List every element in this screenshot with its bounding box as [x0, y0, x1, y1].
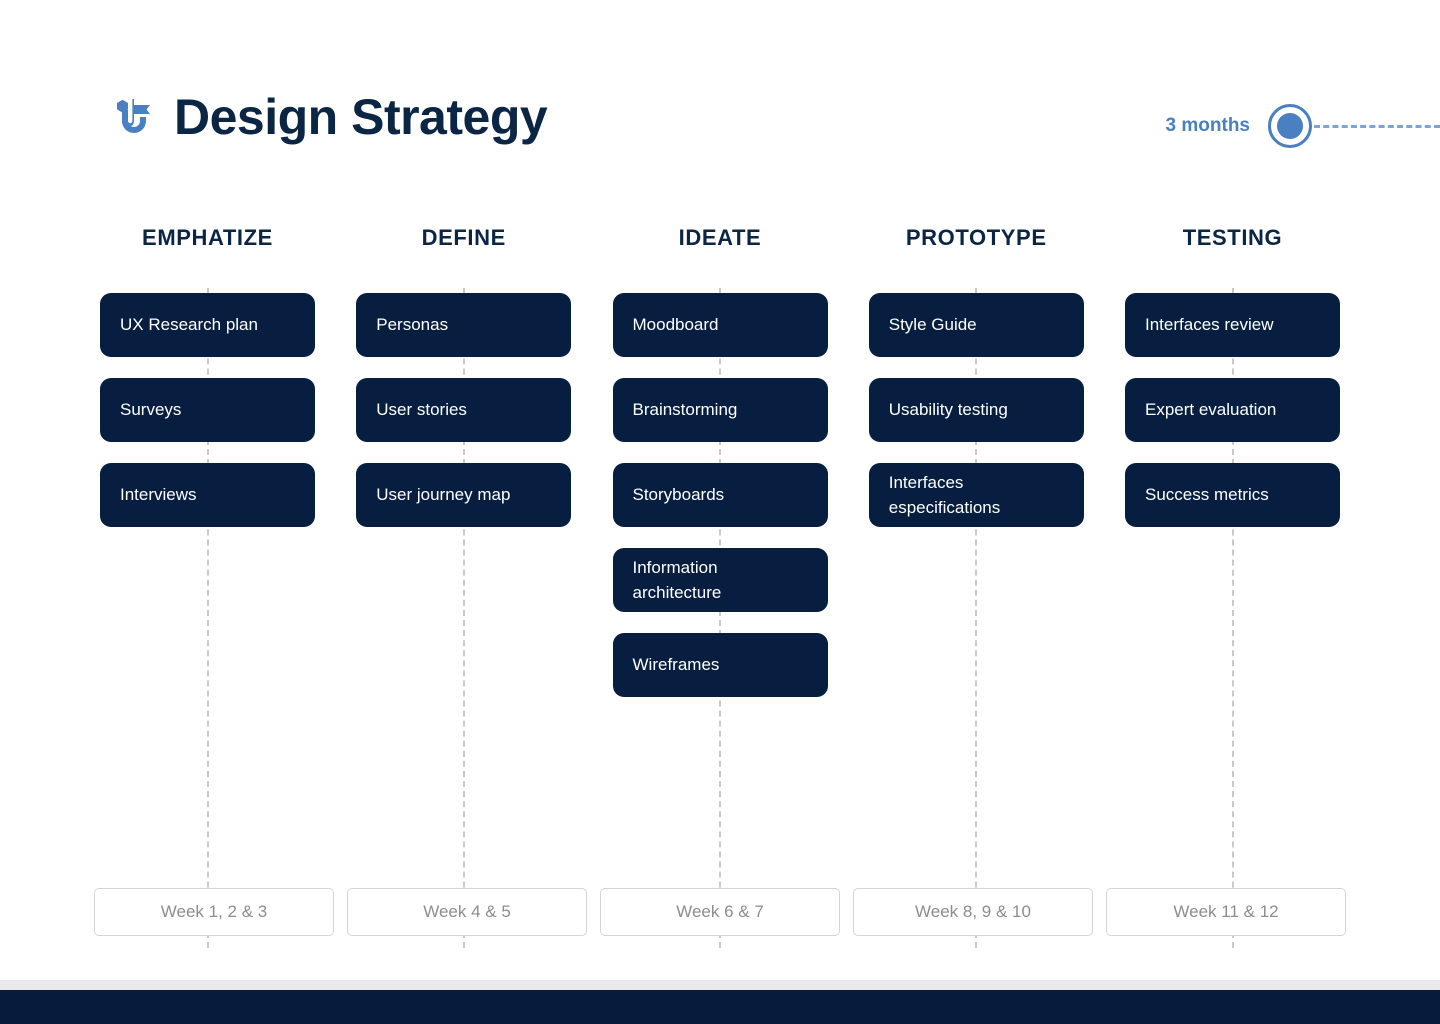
phase-card-list-define: Personas User stories User journey map: [356, 293, 572, 527]
phase-card-label: User stories: [376, 400, 467, 420]
phase-card-label: Interfaces review: [1145, 315, 1274, 335]
phase-header-emphatize: EMPHATIZE: [100, 218, 315, 258]
phase-card[interactable]: User stories: [356, 378, 572, 442]
phase-card[interactable]: Personas: [356, 293, 572, 357]
week-range-label: Week 8, 9 & 10: [915, 902, 1031, 921]
phase-card-label: Moodboard: [632, 315, 719, 335]
column-dashed-spine: [206, 288, 209, 948]
phase-card[interactable]: User journey map: [356, 463, 572, 527]
timeline-duration-label: 3 months: [1165, 115, 1250, 136]
phase-card[interactable]: Storyboards: [612, 463, 828, 527]
page-title: Design Strategy: [174, 89, 548, 145]
column-dashed-spine: [462, 288, 465, 948]
slide-header: Design Strategy 3 months: [0, 0, 1440, 200]
phase-column-define: DEFINE Personas User stories User journe…: [356, 218, 572, 948]
phase-card[interactable]: Usability testing: [868, 378, 1084, 442]
phase-header-prototype: PROTOTYPE: [868, 218, 1084, 258]
phase-card-label: Personas: [376, 315, 449, 335]
week-range-box[interactable]: Week 11 & 12: [1106, 888, 1346, 936]
phase-card-list-prototype: Style Guide Usability testing Interfaces…: [868, 293, 1084, 527]
bottom-divider: [0, 980, 1440, 990]
timeline-duration-indicator: 3 months: [1166, 104, 1440, 148]
phase-card-label: Style Guide: [888, 315, 977, 335]
phase-card-label: Interviews: [120, 485, 197, 505]
phase-card-label: UX Research plan: [120, 315, 258, 335]
column-dashed-spine: [1231, 288, 1234, 948]
bottom-accent-bar: [0, 990, 1440, 1024]
phase-header-ideate: IDEATE: [612, 218, 828, 258]
phase-card-list-testing: Interfaces review Expert evaluation Succ…: [1125, 293, 1340, 527]
phase-card[interactable]: Moodboard: [612, 293, 828, 357]
column-dashed-spine: [975, 288, 978, 948]
phase-card[interactable]: Surveys: [100, 378, 315, 442]
phase-card-list-ideate: Moodboard Brainstorming Storyboards Info…: [612, 293, 828, 697]
phase-card-label: Usability testing: [888, 400, 1008, 420]
column-dashed-spine: [719, 288, 721, 948]
phase-card-label: Success metrics: [1145, 485, 1269, 505]
phase-card-label: Wireframes: [632, 655, 720, 675]
phase-card-list-emphatize: UX Research plan Surveys Interviews: [100, 293, 315, 527]
phase-card-label: Brainstorming: [632, 400, 738, 420]
phase-card[interactable]: Style Guide: [868, 293, 1084, 357]
phase-card-label: Expert evaluation: [1145, 400, 1277, 420]
phase-column-prototype: PROTOTYPE Style Guide Usability testing …: [868, 218, 1084, 948]
phase-card[interactable]: Expert evaluation: [1125, 378, 1340, 442]
hexagon-flag-logo-icon: [117, 99, 150, 133]
week-range-row: Week 1, 2 & 3 Week 4 & 5 Week 6 & 7 Week…: [94, 888, 1346, 936]
phase-header-testing: TESTING: [1125, 218, 1340, 258]
phase-card-label: Interfaces especifications: [888, 472, 1001, 518]
phase-card[interactable]: Interviews: [100, 463, 315, 527]
phase-card[interactable]: Interfaces especifications: [868, 463, 1084, 527]
timeline-circle-marker-icon: [1268, 104, 1312, 148]
week-range-box[interactable]: Week 8, 9 & 10: [853, 888, 1093, 936]
phase-column-testing: TESTING Interfaces review Expert evaluat…: [1125, 218, 1340, 948]
phase-card[interactable]: UX Research plan: [100, 293, 315, 357]
phase-card[interactable]: Wireframes: [612, 633, 828, 697]
phase-card[interactable]: Interfaces review: [1125, 293, 1340, 357]
phase-card-label: User journey map: [376, 485, 511, 505]
phases-board: EMPHATIZE UX Research plan Surveys Inter…: [100, 218, 1340, 948]
week-range-box[interactable]: Week 1, 2 & 3: [94, 888, 334, 936]
week-range-label: Week 11 & 12: [1173, 902, 1279, 921]
phase-card[interactable]: Information architecture: [612, 548, 828, 612]
phase-card-label: Storyboards: [632, 485, 725, 505]
phase-column-emphatize: EMPHATIZE UX Research plan Surveys Inter…: [100, 218, 315, 948]
brand: Design Strategy: [110, 89, 548, 145]
phase-card[interactable]: Success metrics: [1125, 463, 1340, 527]
timeline-marker-dot-icon: [1277, 113, 1303, 139]
phase-card-label: Surveys: [120, 400, 182, 420]
phase-header-define: DEFINE: [356, 218, 572, 258]
timeline-dashed-line: [1314, 124, 1440, 128]
phase-column-ideate: IDEATE Moodboard Brainstorming Storyboar…: [612, 218, 828, 948]
week-range-box[interactable]: Week 4 & 5: [347, 888, 587, 936]
phase-card-label: Information architecture: [632, 557, 722, 603]
week-range-box[interactable]: Week 6 & 7: [600, 888, 840, 936]
week-range-label: Week 6 & 7: [676, 902, 764, 921]
phase-card[interactable]: Brainstorming: [612, 378, 828, 442]
week-range-label: Week 4 & 5: [423, 902, 511, 921]
week-range-label: Week 1, 2 & 3: [160, 902, 268, 921]
